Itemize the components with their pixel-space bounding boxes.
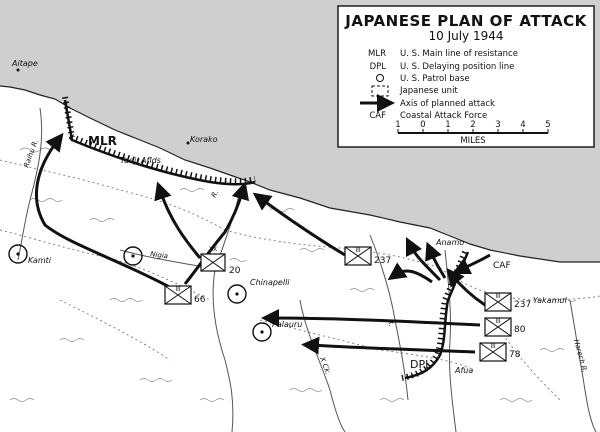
rivers	[17, 107, 597, 432]
attack-arrow-66-north	[183, 181, 250, 285]
legend: JAPANESE PLAN OF ATTACK 10 July 1944 MLR…	[337, 5, 595, 148]
attack-arrow-80	[261, 309, 481, 328]
legend-key-dpl: DPL	[370, 62, 387, 72]
place-aitape: Aitape	[11, 59, 38, 68]
attack-arrow-237-anamo-b	[387, 262, 433, 284]
unit-78-label: 78	[509, 350, 521, 360]
scale-tick-6: 5	[545, 120, 550, 130]
river-label-x-creek: X Ck.	[318, 355, 332, 376]
patrol-base-palauru	[252, 322, 272, 342]
scale-tick-0: 1	[395, 120, 400, 130]
river-label-nigia: Nigia	[150, 250, 169, 260]
unit-78-echelon: III	[490, 343, 496, 350]
scale-tick-4: 3	[495, 120, 500, 130]
legend-text-patrol: U. S. Patrol base	[400, 74, 470, 84]
unit-237-east-label: 237	[514, 300, 531, 310]
place-chinapelli: Chinapelli	[250, 278, 290, 287]
unit-237-center-echelon: III	[355, 247, 361, 254]
attack-arrow-20	[154, 181, 202, 259]
place-tadji: Tadji Aflds	[120, 156, 161, 165]
legend-key-caf: CAF	[369, 111, 386, 121]
mlr-label: MLR	[88, 134, 117, 148]
attack-arrow-237-east	[446, 267, 486, 307]
attack-arrows	[34, 132, 491, 355]
patrol-base-chinapelli	[227, 284, 247, 304]
patrol-bases	[8, 244, 272, 342]
attack-arrow-237-anamo-a	[405, 236, 442, 282]
legend-text-dpl: U. S. Delaying position line	[400, 62, 514, 72]
attack-arrow-237-center	[252, 192, 346, 257]
place-afua: Afua	[454, 366, 473, 375]
place-palauru: Palauru	[272, 320, 302, 329]
river-label-niumen: R.	[210, 189, 220, 199]
attack-arrow-237-anamo-c	[425, 241, 447, 279]
unit-66-label: 66	[194, 295, 206, 305]
scale-tick-3: 2	[470, 120, 475, 130]
place-korako: Korako	[190, 135, 218, 144]
dpl-label: DPL	[410, 358, 432, 371]
scale-unit: MILES	[460, 136, 485, 146]
unit-20-label: 20	[229, 266, 241, 276]
caf-label: CAF	[493, 261, 511, 271]
unit-80-label: 80	[514, 325, 526, 335]
unit-20-echelon: XX	[209, 246, 217, 253]
unit-237-east-echelon: III	[495, 293, 501, 300]
river-label-raihu: Raihu R.	[22, 138, 40, 168]
place-yakamul: Yakamul	[533, 296, 567, 305]
patrol-base-kamti	[8, 244, 28, 264]
attack-arrow-78	[301, 336, 476, 355]
legend-text-axis: Axis of planned attack	[400, 99, 495, 109]
attack-arrow-66-west	[34, 132, 176, 292]
legend-text-unit: Japanese unit	[399, 86, 458, 96]
trails	[0, 159, 600, 401]
legend-text-caf: Coastal Attack Force	[400, 111, 487, 121]
japanese-units	[164, 246, 512, 362]
river-label-harech: Harech R.	[572, 338, 589, 373]
patrol-base-nigia	[123, 246, 143, 266]
legend-unit-icon	[371, 85, 389, 97]
legend-key-mlr: MLR	[368, 49, 386, 59]
scale-tick-2: 1	[445, 120, 450, 130]
legend-patrol-base-icon	[376, 74, 384, 82]
terrain	[9, 147, 577, 402]
legend-text-mlr: U. S. Main line of resistance	[400, 49, 518, 59]
unit-66-echelon: III	[175, 286, 181, 293]
river-label-driniumor: R.	[386, 319, 395, 328]
scale-bar: 1 0 1 2 3 4 5 MILES	[395, 120, 550, 146]
place-anamo: Anamo	[435, 238, 464, 247]
legend-date: 10 July 1944	[428, 29, 503, 43]
legend-title: JAPANESE PLAN OF ATTACK	[344, 12, 587, 30]
scale-tick-5: 4	[520, 120, 525, 130]
unit-237-center-label: 237	[374, 256, 391, 266]
scale-tick-1: 0	[420, 120, 425, 130]
place-kamti: Kamti	[28, 256, 52, 265]
unit-80-echelon: III	[495, 318, 501, 325]
